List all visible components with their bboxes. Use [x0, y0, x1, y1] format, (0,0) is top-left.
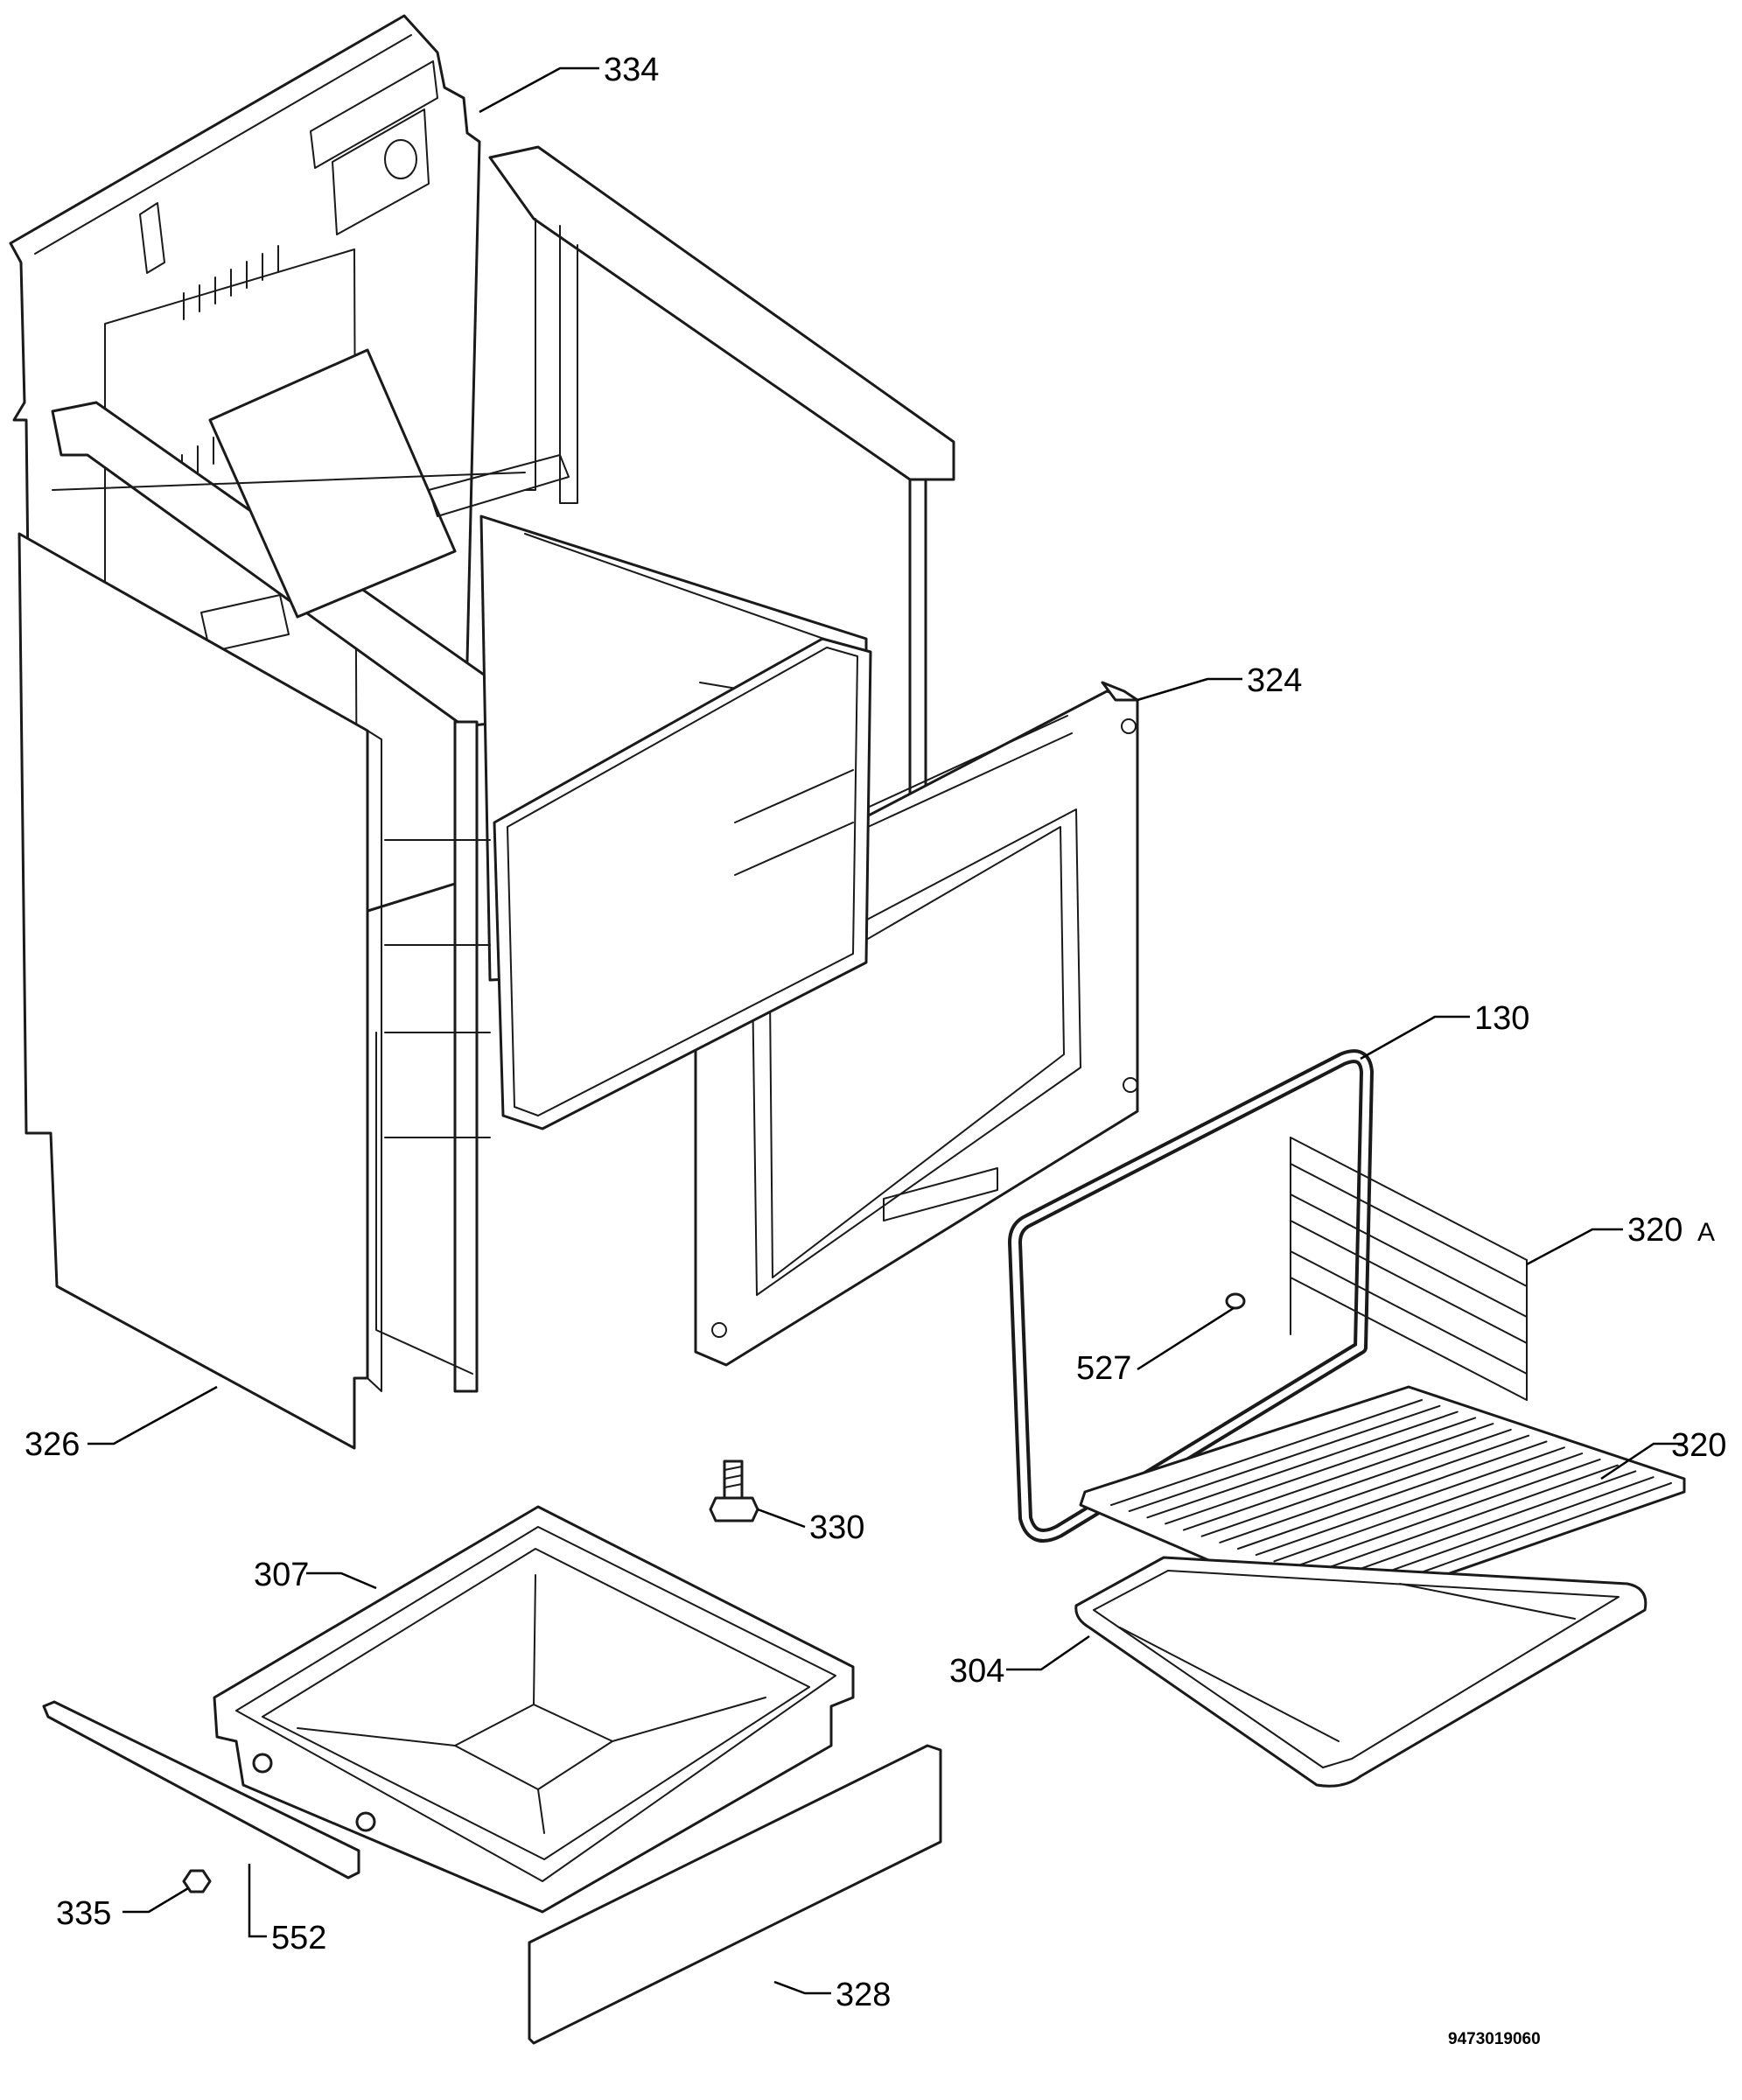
baking-tray: [1074, 1556, 1648, 1788]
inner-seal: [493, 637, 872, 1130]
callout-335: 335: [56, 1895, 111, 1932]
callout-326: 326: [24, 1426, 80, 1463]
drawer-front-panel: [528, 1744, 942, 2045]
callout-320a-number: 320: [1627, 1212, 1683, 1249]
storage-drawer: [213, 1505, 855, 1914]
callout-324: 324: [1247, 662, 1302, 699]
callout-307: 307: [254, 1557, 309, 1593]
adjustable-foot: [709, 1460, 759, 1522]
document-number: 9473019060: [1448, 2030, 1541, 2048]
callout-328: 328: [836, 1977, 891, 2013]
leader-lines: [87, 66, 1684, 1995]
side-rack: [1290, 1137, 1528, 1401]
side-panel: [17, 532, 382, 1450]
callout-320: 320: [1671, 1427, 1726, 1464]
door-gasket: [1008, 1049, 1374, 1543]
callout-labels: 334 324 130 320 A 527 320 326 330 307 30…: [24, 52, 1726, 2048]
top-frame: [51, 145, 955, 1393]
runner-screw: [182, 1869, 212, 1894]
callout-527: 527: [1076, 1350, 1131, 1387]
callout-130: 130: [1474, 1000, 1529, 1037]
callout-304: 304: [949, 1653, 1004, 1690]
callout-334: 334: [604, 52, 659, 88]
drawer-runner: [42, 1700, 360, 1880]
small-screw: [1225, 1292, 1246, 1310]
callout-320a-suffix: A: [1697, 1218, 1715, 1247]
callout-552: 552: [271, 1920, 326, 1956]
callout-320a: 320 A: [1627, 1212, 1715, 1249]
callout-330: 330: [809, 1509, 864, 1546]
